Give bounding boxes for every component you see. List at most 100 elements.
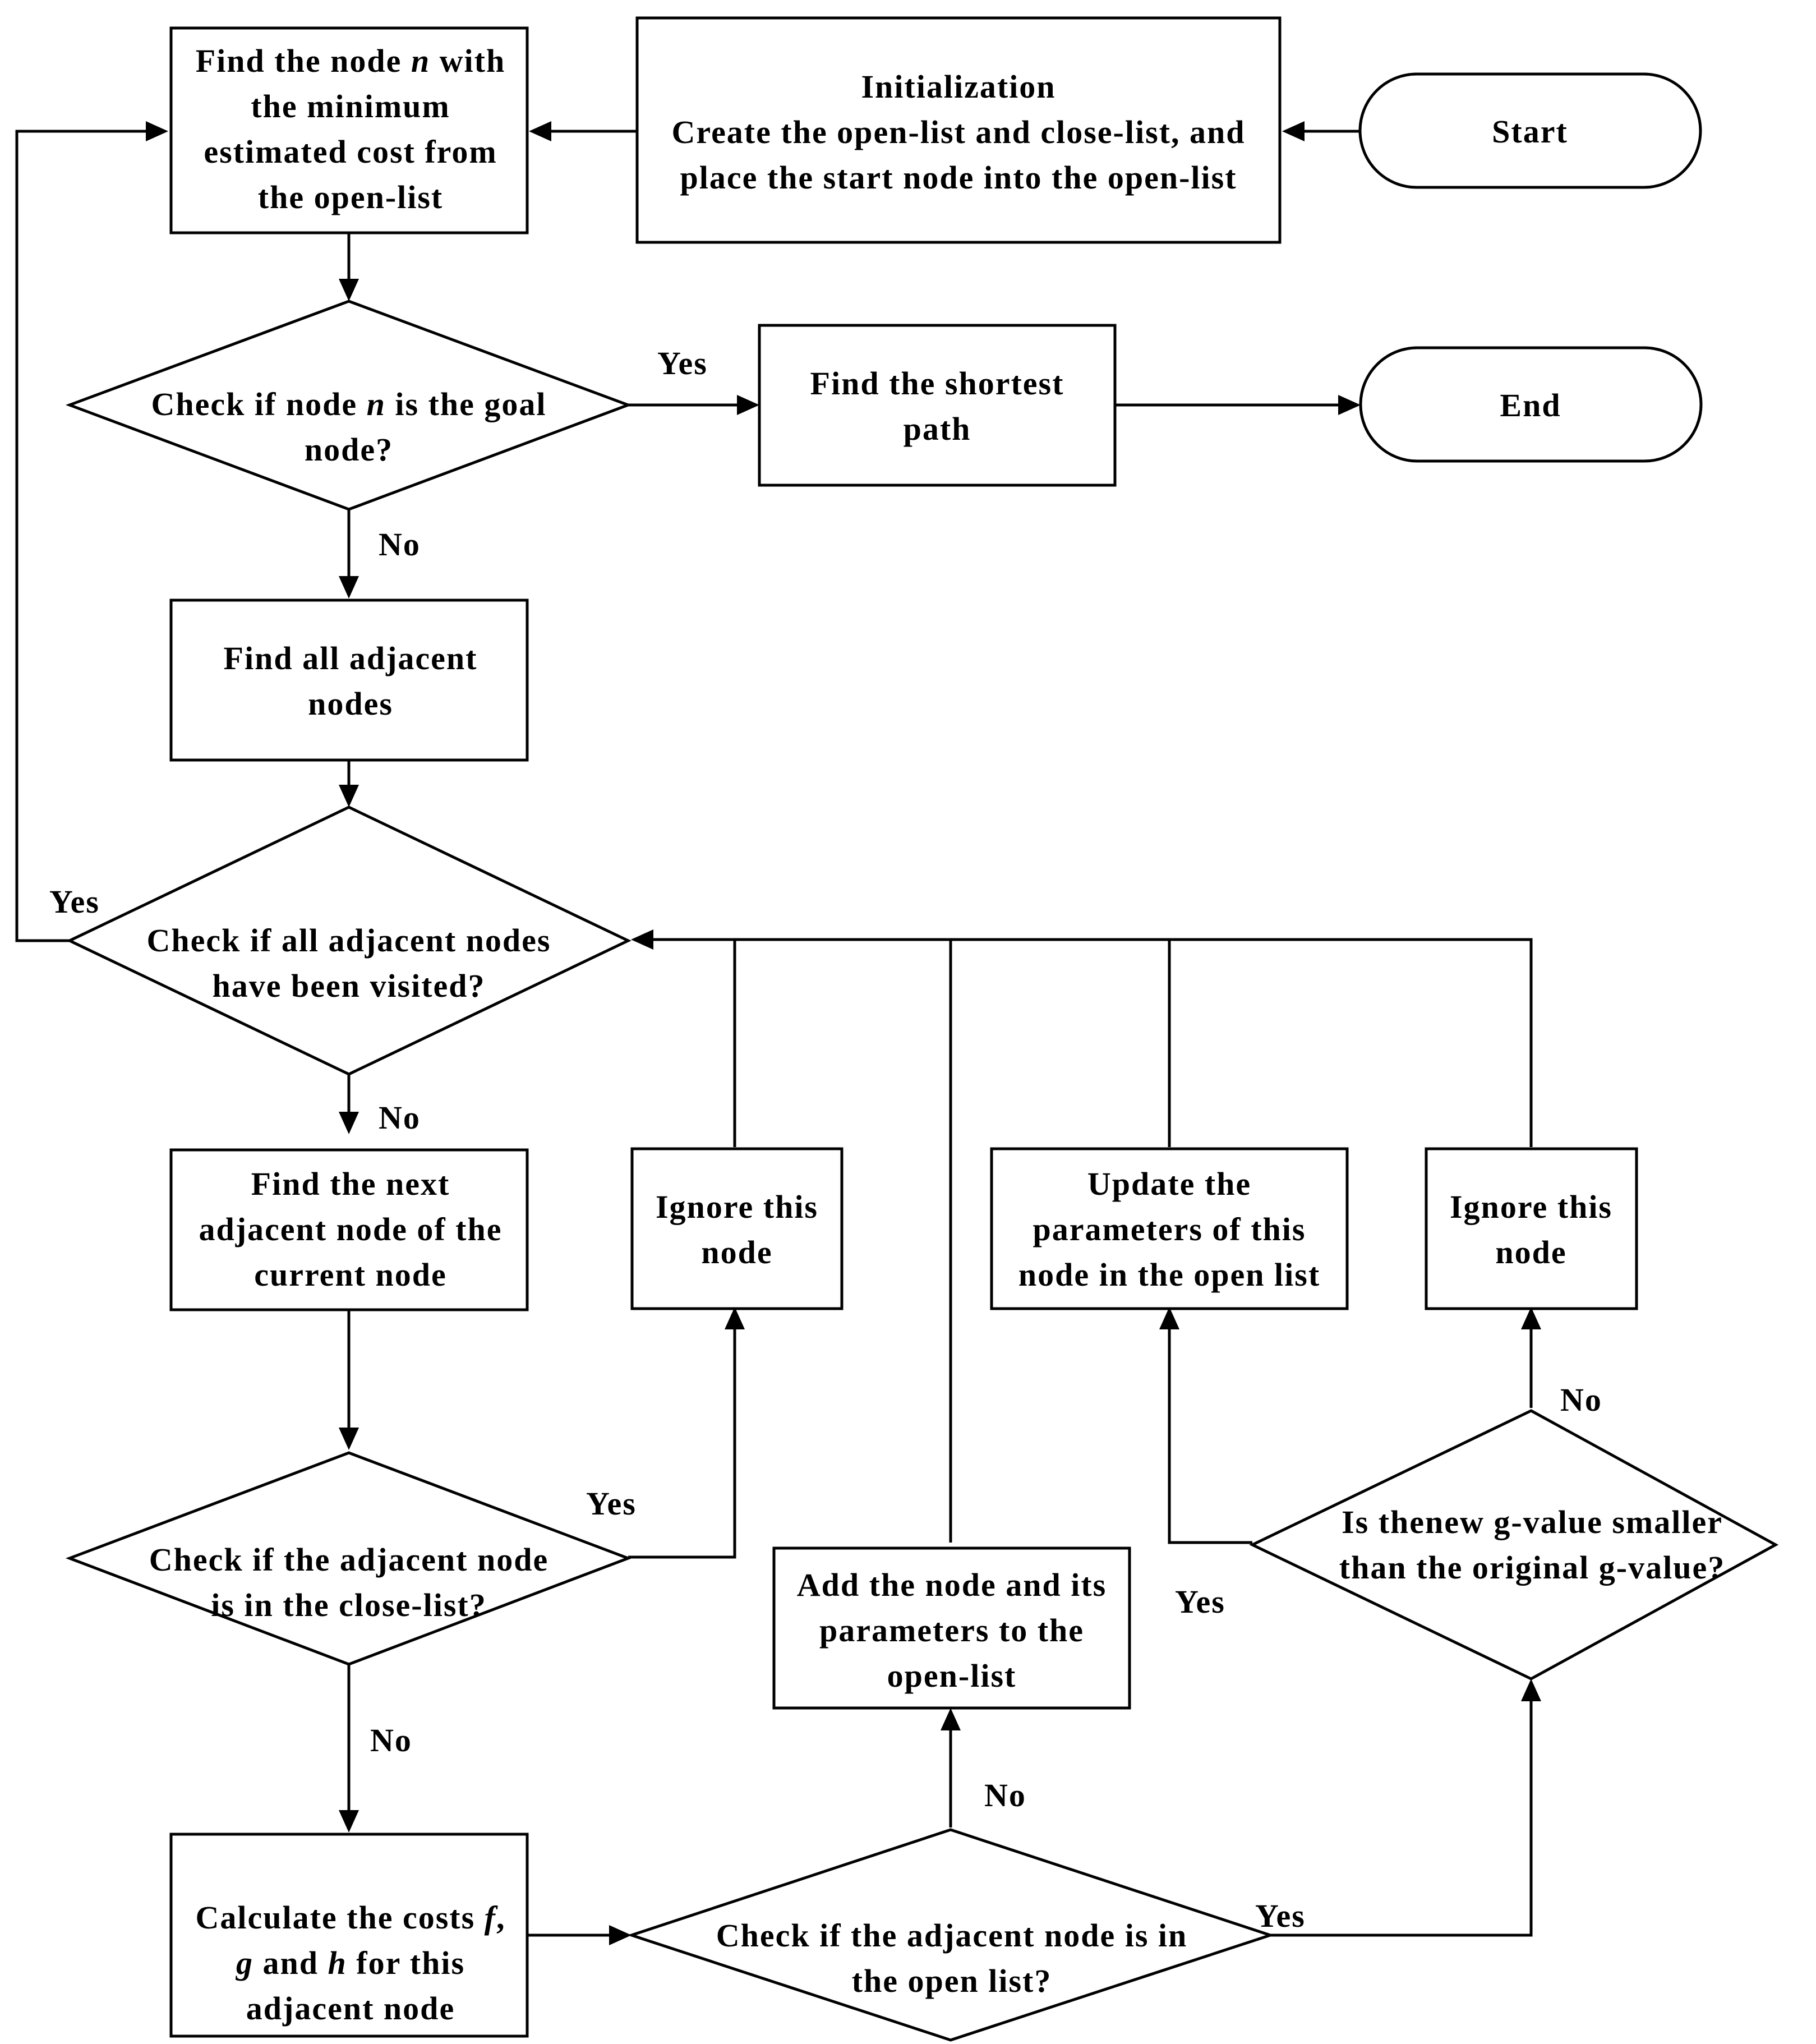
label-line: have been visited?	[212, 968, 485, 1004]
edge-feedback-bus	[649, 938, 1533, 1147]
label-line: Initialization	[861, 68, 1056, 105]
label-line: parameters to the	[819, 1612, 1084, 1649]
label-line: Ignore this	[1450, 1189, 1612, 1225]
label-line: nodes	[308, 685, 393, 722]
ignore-node-box-1	[630, 1147, 844, 1310]
label-line: place the start node into the open-list	[680, 159, 1237, 196]
arrowhead	[737, 395, 759, 415]
label-line: open-list	[887, 1658, 1017, 1694]
label-line: estimated cost from	[204, 133, 497, 170]
label-line: Find the node n with	[196, 43, 505, 79]
check-close-list-diamond	[65, 1451, 633, 1666]
close-list-yes-label: Yes	[586, 1485, 637, 1522]
calc-costs-label: Calculate the costs f, g and h for this ad…	[195, 1899, 505, 2027]
calc-costs-box	[169, 1833, 529, 2038]
open-list-no-label: No	[984, 1777, 1026, 1813]
shortest-path-label: Find the shortest path	[810, 365, 1064, 447]
end-label: End	[1500, 387, 1561, 423]
end-terminal	[1359, 346, 1703, 463]
variable-name: n	[411, 43, 430, 79]
arrowhead	[529, 121, 551, 141]
label-line: node in the open list	[1018, 1256, 1320, 1293]
check-close-list-label: Check if the adjacent node is in the clos…	[149, 1541, 549, 1623]
close-list-no-label: No	[370, 1722, 412, 1758]
find-min-label: Find the node n with the minimum estimated…	[196, 43, 505, 215]
label-line: adjacent node of the	[199, 1211, 502, 1247]
check-goal-diamond	[65, 300, 633, 511]
find-next-box	[169, 1148, 529, 1311]
arrowhead	[339, 576, 359, 599]
g-value-yes-label: Yes	[1175, 1583, 1225, 1620]
label-line: than the original g-value?	[1339, 1549, 1725, 1586]
label-line: Calculate the costs f,	[195, 1899, 505, 1936]
label-line: Update the	[1087, 1166, 1251, 1202]
all-visited-no-label: No	[379, 1099, 421, 1136]
connectors	[15, 121, 1541, 1945]
arrowhead	[1159, 1307, 1179, 1329]
find-adjacent-box	[169, 599, 529, 762]
variable-name: f	[485, 1899, 499, 1936]
shortest-path-box	[758, 324, 1117, 487]
update-params-label: Update the parameters of this node in the …	[1018, 1166, 1320, 1293]
ignore-node-label-1: Ignore this node	[656, 1189, 818, 1270]
check-open-list-diamond	[627, 1828, 1275, 2042]
label-line: Find all adjacent	[224, 640, 478, 676]
check-all-visited-label: Check if all adjacent nodes have been vis…	[147, 922, 551, 1004]
add-node-box	[772, 1546, 1131, 1710]
all-visited-yes-label: Yes	[49, 883, 100, 920]
arrowhead	[941, 1708, 961, 1730]
label-line: Create the open-list and close-list, and	[671, 114, 1245, 150]
variable-name: h	[328, 1945, 347, 1981]
g-value-no-label: No	[1560, 1382, 1602, 1418]
arrowhead	[725, 1307, 745, 1329]
arrowhead	[609, 1925, 632, 1945]
arrowhead	[339, 1112, 359, 1134]
label-line: path	[904, 411, 971, 447]
check-goal-label: Check if node n is the goal node?	[151, 386, 547, 468]
goal-no-label: No	[379, 526, 421, 563]
start-label: Start	[1492, 113, 1568, 150]
label-line: Start	[1492, 113, 1568, 150]
edge-labels: Yes No Yes No Yes No No Yes No Yes	[49, 345, 1602, 1934]
arrowhead	[339, 785, 359, 807]
add-node-label: Add the node and its parameters to the ope…	[797, 1567, 1107, 1694]
edge-checkall-yes-loop	[15, 130, 150, 942]
label-line: Check if the adjacent node is in	[716, 1917, 1188, 1954]
label-line: Check if node n is the goal	[151, 386, 547, 422]
arrowhead	[339, 279, 359, 301]
open-list-yes-label: Yes	[1255, 1898, 1306, 1934]
label-line: g and h for this	[235, 1945, 465, 1981]
label-line: is in the close-list?	[211, 1587, 486, 1623]
label-line: the minimum	[251, 88, 450, 125]
init-box	[635, 16, 1282, 244]
label-line: Find the shortest	[810, 365, 1064, 402]
label-line: Check if the adjacent node	[149, 1541, 549, 1578]
label-line: adjacent node	[246, 1990, 455, 2027]
label-line: Find the next	[251, 1166, 450, 1202]
ignore-node-box-2	[1425, 1147, 1638, 1310]
check-g-value-diamond	[1249, 1409, 1779, 1681]
label-line: End	[1500, 387, 1561, 423]
label-line: Check if all adjacent nodes	[147, 922, 551, 959]
arrowhead	[1521, 1307, 1541, 1329]
find-min-box	[169, 26, 529, 234]
label-line: the open-list	[258, 179, 444, 215]
check-open-list-label: Check if the adjacent node is in the open…	[716, 1917, 1188, 1999]
label-line: node	[701, 1234, 772, 1270]
label-line: node?	[305, 431, 393, 468]
goal-yes-label: Yes	[657, 345, 708, 381]
label-line: Add the node and its	[797, 1567, 1107, 1603]
variable-name: n	[367, 386, 386, 422]
label-line: Ignore this	[656, 1189, 818, 1225]
label-line: the open list?	[852, 1963, 1052, 1999]
start-terminal	[1358, 72, 1702, 189]
arrowhead	[1521, 1679, 1541, 1701]
label-line: parameters of this	[1033, 1211, 1306, 1247]
check-all-visited-diamond	[66, 805, 632, 1076]
